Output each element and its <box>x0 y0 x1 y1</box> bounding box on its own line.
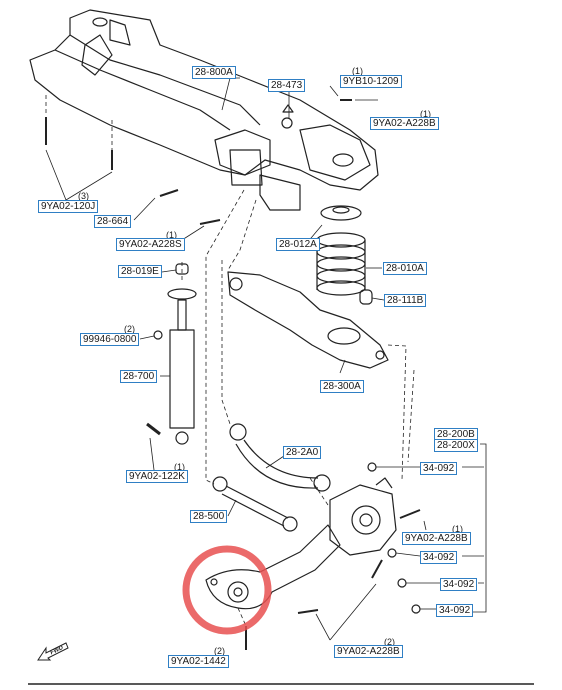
label-9ya02-a228b-top: 9YA02-A228B <box>370 117 439 130</box>
upper-arm-drawing <box>229 423 331 492</box>
lateral-link-drawing <box>212 476 298 532</box>
qty-120j: (3) <box>78 191 89 201</box>
qty-a228b-bot: (2) <box>384 637 395 647</box>
label-9yb10-1209: 9YB10-1209 <box>340 75 402 88</box>
fwd-label: FWD <box>50 645 66 657</box>
qty-1442: (2) <box>214 646 225 656</box>
label-9ya02-a228b-bot: 9YA02-A228B <box>334 645 403 658</box>
label-9ya02-1442: 9YA02-1442 <box>168 655 229 668</box>
label-28-200x: 28-200X <box>434 439 478 452</box>
label-9ya02-122k: 9YA02-122K <box>126 470 188 483</box>
crossmember-drawing <box>29 9 379 211</box>
trailing-arm-drawing <box>205 524 341 610</box>
label-9ya02-a228s: 9YA02-A228S <box>116 238 185 251</box>
highlight-circle <box>182 545 272 635</box>
label-99946-0800: 99946-0800 <box>80 333 140 346</box>
label-28-500: 28-500 <box>190 510 228 523</box>
label-28-2a0: 28-2A0 <box>283 446 322 459</box>
qty-a228b-mid: (1) <box>452 524 463 534</box>
label-9ya02-120j: 9YA02-120J <box>38 200 99 213</box>
label-9ya02-a228b-mid: 9YA02-A228B <box>402 532 471 545</box>
qty-9yb10: (1) <box>352 66 363 76</box>
label-28-111b: 28-111B <box>384 294 427 307</box>
label-34-092-a: 34-092 <box>420 462 458 475</box>
label-28-012a: 28-012A <box>276 238 320 251</box>
label-34-092-c: 34-092 <box>440 578 478 591</box>
knuckle-drawing <box>329 477 397 556</box>
label-28-010a: 28-010A <box>383 262 427 275</box>
label-28-019e: 28-019E <box>118 265 162 278</box>
bolts-drawing <box>45 99 421 650</box>
nuts-drawing <box>281 104 421 614</box>
qty-122k: (1) <box>174 462 185 472</box>
qty-a228s: (1) <box>166 230 177 240</box>
shock-absorber-drawing <box>146 263 197 445</box>
label-28-473: 28-473 <box>268 79 306 92</box>
spring-drawing <box>316 205 373 305</box>
label-28-200b: 28-200B <box>434 428 478 441</box>
qty-99946: (2) <box>124 324 135 334</box>
label-28-300a: 28-300A <box>320 380 364 393</box>
lower-arm-drawing <box>227 271 389 369</box>
label-crossmember: 28-800A <box>192 66 236 79</box>
label-28-700: 28-700 <box>120 370 158 383</box>
label-34-092-d: 34-092 <box>436 604 474 617</box>
qty-a228b-top: (1) <box>420 109 431 119</box>
label-28-664: 28-664 <box>94 215 132 228</box>
label-34-092-b: 34-092 <box>420 551 458 564</box>
fwd-arrow-icon: FWD <box>36 640 70 662</box>
